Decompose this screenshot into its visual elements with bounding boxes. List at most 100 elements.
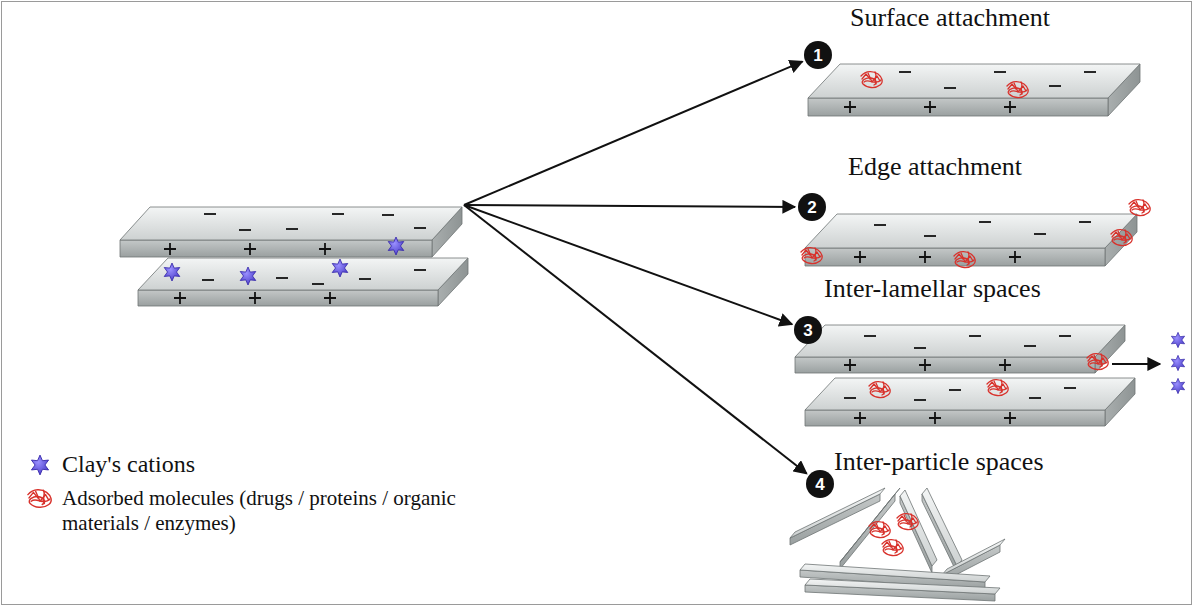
negative-charge: [979, 221, 991, 223]
cation: [388, 237, 404, 255]
negative-charge: [949, 389, 961, 391]
negative-charge: [1079, 221, 1091, 223]
positive-charge: [164, 243, 176, 255]
panel-heading: Surface attachment: [850, 3, 1050, 33]
callout-circle: 2: [798, 193, 826, 221]
negative-charge: [899, 71, 911, 73]
adsorbed-molecule: [1087, 354, 1108, 370]
adsorbed-molecule: [869, 382, 890, 398]
clay-particle: [790, 488, 885, 545]
negative-charge: [924, 235, 936, 237]
negative-charge: [864, 335, 876, 337]
cation: [240, 267, 256, 285]
negative-charge: [1029, 397, 1041, 399]
negative-charge: [1049, 85, 1061, 87]
cation: [1171, 332, 1184, 347]
panel-heading: Inter-lamellar spaces: [824, 274, 1041, 304]
particle-top: [840, 488, 900, 562]
callout-number: 1: [813, 47, 822, 64]
particle-top: [805, 579, 1000, 594]
negative-charge: [359, 278, 371, 280]
callout-circle: 4: [806, 470, 834, 498]
adsorbed-molecule: [1111, 230, 1132, 246]
negative-charge: [332, 213, 344, 215]
negative-charge: [382, 214, 394, 216]
negative-charge: [1084, 71, 1096, 73]
pathway-arrow: [464, 205, 807, 474]
layer-front: [138, 290, 438, 306]
cation: [1171, 355, 1184, 370]
cation: [1171, 378, 1184, 393]
clay-layer: [808, 64, 1140, 116]
layer-front: [120, 240, 432, 257]
positive-charge: [854, 251, 866, 263]
negative-charge: [312, 283, 324, 285]
negative-charge: [204, 213, 216, 215]
clay-layer: [805, 378, 1135, 426]
negative-charge: [276, 277, 288, 279]
layer-top: [805, 214, 1137, 248]
positive-charge: [1009, 251, 1021, 263]
panel-heading: Inter-particle spaces: [834, 447, 1044, 477]
positive-charge: [919, 359, 931, 371]
legend-entry: Clay's cations: [62, 450, 462, 479]
positive-charge: [1004, 101, 1016, 113]
positive-charge: [319, 243, 331, 255]
adsorbed-molecule: [954, 252, 975, 268]
clay-particle: [805, 579, 1000, 601]
adsorbed-molecule: [987, 380, 1008, 396]
positive-charge: [844, 101, 856, 113]
adsorbed-molecule: [1007, 82, 1028, 98]
cation: [164, 263, 180, 281]
positive-charge: [919, 251, 931, 263]
negative-charge: [969, 335, 981, 337]
positive-charge: [924, 101, 936, 113]
particle-top: [942, 539, 1005, 575]
legend-entry: Adsorbed molecules (drugs / proteins / o…: [62, 486, 462, 536]
negative-charge: [994, 71, 1006, 73]
callout-circle: 3: [794, 316, 822, 344]
layer-top: [795, 325, 1125, 357]
positive-charge: [244, 243, 256, 255]
negative-charge: [1064, 387, 1076, 389]
pathway-arrow: [464, 205, 795, 207]
negative-charge: [1034, 233, 1046, 235]
callout-number: 3: [803, 322, 812, 339]
negative-charge: [944, 87, 956, 89]
layer-top: [805, 378, 1135, 410]
negative-charge: [1059, 335, 1071, 337]
clay-layer: [120, 207, 462, 257]
callout-number: 4: [815, 476, 824, 493]
pathway-arrow: [464, 205, 792, 324]
negative-charge: [239, 229, 251, 231]
positive-charge: [174, 292, 186, 304]
clay-layer: [138, 258, 468, 306]
legend-sample: [28, 490, 51, 508]
layer-front: [808, 98, 1108, 116]
layer-top: [120, 207, 462, 240]
particle-front: [790, 494, 880, 545]
callout-circle: 1: [804, 41, 832, 69]
adsorbed-molecule: [1129, 200, 1150, 216]
adsorbed-molecule: [861, 72, 882, 88]
clay-particle: [840, 488, 900, 569]
negative-charge: [414, 269, 426, 271]
negative-charge: [414, 227, 426, 229]
release-arrow: [1112, 363, 1160, 365]
callout-number: 2: [807, 199, 816, 216]
pathway-arrow: [464, 62, 802, 205]
positive-charge: [249, 292, 261, 304]
negative-charge: [202, 279, 214, 281]
clay-particle: [922, 488, 962, 573]
positive-charge: [929, 412, 941, 424]
legend-sample: [31, 455, 48, 475]
layer-front: [805, 410, 1105, 426]
particle-top: [922, 488, 962, 566]
layer-top: [808, 64, 1140, 98]
adsorbed-molecule: [882, 540, 903, 556]
particle-front: [840, 494, 895, 569]
adsorbed-molecule: [869, 522, 890, 538]
positive-charge: [854, 412, 866, 424]
